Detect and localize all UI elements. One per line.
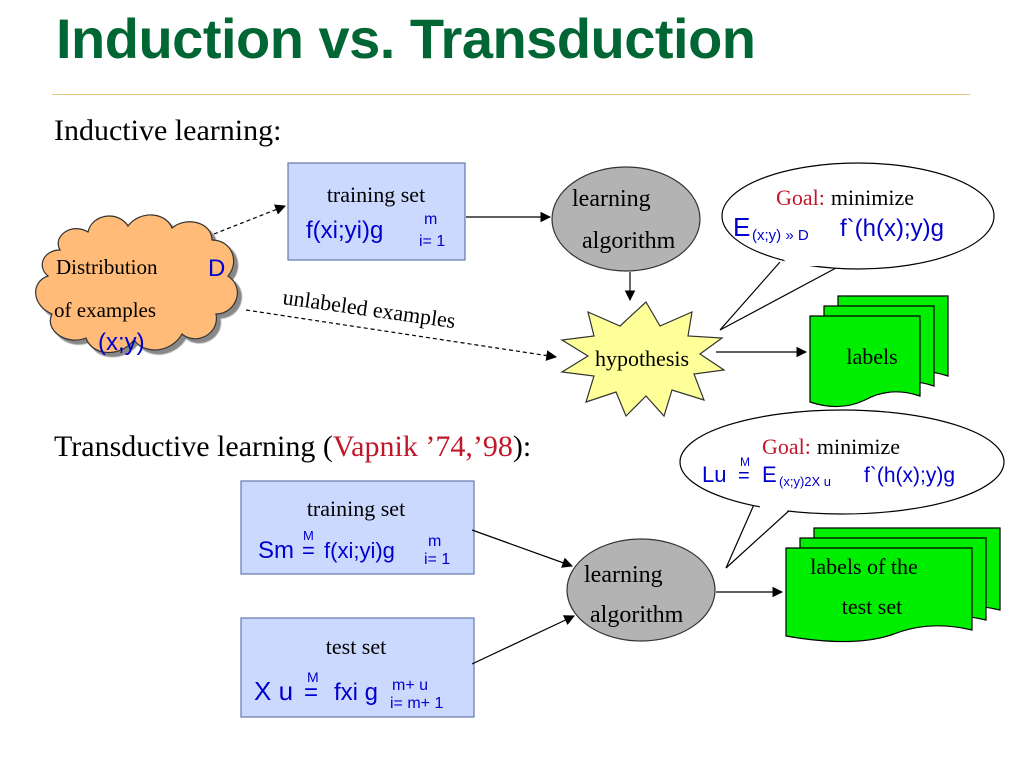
distribution-D: D	[208, 255, 225, 282]
transductive-goal-callout-pointer	[725, 499, 793, 569]
transductive-goal-sub: (x;y)2X u	[779, 474, 831, 489]
distribution-line1: Distribution	[56, 255, 158, 279]
transductive-training-set-rhs: f(xi;yi)g	[324, 538, 395, 563]
inductive-goal-sub: (x;y) » D	[752, 227, 809, 244]
distribution-cloud-shape	[35, 214, 238, 354]
transductive-goal-rest: minimize	[817, 434, 900, 459]
test-set-sup: m+ u	[392, 677, 428, 694]
transductive-heading: Transductive learning (Vapnik ’74,’98):	[54, 430, 531, 464]
inductive-training-set-sub: i= 1	[419, 233, 445, 250]
inductive-goal-ellipse	[721, 162, 995, 270]
inductive-goal-callout: Goal:minimize E (x;y) » D f`(h(x);y)g	[707, 162, 995, 331]
arrow-training-to-algorithm-trans	[471, 529, 574, 568]
hypothesis-star-shape	[560, 301, 726, 418]
svg-text:=: =	[302, 538, 315, 563]
slide-title: Induction vs. Transduction	[56, 7, 756, 70]
transductive-training-set-lhs: Sm	[258, 537, 294, 564]
transductive-learning-algorithm-ellipse	[566, 538, 716, 642]
transductive-goal-word: Goal:	[762, 434, 811, 459]
inductive-learning-algorithm-line2: algorithm	[582, 228, 676, 254]
transductive-training-set-sub: i= 1	[424, 551, 450, 568]
inductive-labels-text: labels	[846, 344, 897, 369]
test-set-label: test set	[326, 634, 387, 659]
vapnik-reference: Vapnik ’74,’98	[332, 430, 513, 463]
title-divider	[52, 94, 970, 95]
svg-text:=: =	[738, 465, 750, 487]
distribution-line2: of examples	[54, 298, 156, 322]
inductive-labels-docs: labels	[809, 295, 949, 408]
svg-text:=: =	[304, 679, 318, 706]
transductive-labels-doc-front	[785, 547, 973, 643]
inductive-goal-callout-pointer	[719, 261, 837, 331]
transductive-heading-post: ):	[512, 430, 532, 463]
test-set-rect	[240, 617, 475, 718]
transductive-labels-docs: labels of the test set	[785, 527, 1001, 643]
test-set-sub: i= m+ 1	[390, 695, 443, 712]
inductive-training-set-label: training set	[327, 182, 425, 207]
transductive-learning-algorithm: learning algorithm	[566, 538, 716, 642]
transductive-goal-text: Goal:minimize	[762, 434, 900, 459]
transductive-training-set-sup: m	[428, 533, 441, 550]
arrow-test-to-algorithm	[471, 615, 575, 665]
test-set-rhs: fxi g	[334, 679, 378, 706]
inductive-training-set-rect	[287, 162, 466, 261]
transductive-goal-E: E	[762, 462, 777, 487]
unlabeled-examples-label: unlabeled examples	[281, 284, 457, 333]
transductive-training-set-box: training set Sm M = f(xi;yi)g m i= 1	[240, 480, 475, 575]
transductive-learning-algorithm-line1: learning	[584, 562, 663, 588]
arrow-unlabeled-to-hypothesis	[245, 309, 558, 361]
inductive-goal-word: Goal:	[776, 185, 825, 210]
inductive-learning-algorithm: learning algorithm	[551, 166, 701, 272]
distribution-cloud: Distribution D of examples (x;y)	[35, 214, 238, 356]
transductive-goal-ellipse	[679, 409, 1005, 515]
transductive-labels-line2: test set	[842, 594, 903, 619]
hypothesis-star: hypothesis	[560, 301, 726, 418]
inductive-labels-doc-front	[809, 315, 921, 408]
distribution-xy: (x;y)	[98, 329, 145, 356]
transductive-learning-algorithm-line2: algorithm	[590, 602, 684, 628]
test-set-box: test set X u M = fxi g m+ u i= m+ 1	[240, 617, 475, 718]
transductive-labels-line1: labels of the	[810, 554, 918, 579]
transductive-goal-lhs: Lu	[702, 462, 726, 487]
inductive-goal-formula: f`(h(x);y)g	[840, 215, 944, 242]
transductive-goal-callout: Goal:minimize Lu M = E (x;y)2X u f`(h(x)…	[679, 409, 1005, 569]
inductive-training-set-box: training set f(xi;yi)g m i= 1	[287, 162, 466, 261]
transductive-training-set-label: training set	[307, 496, 405, 521]
inductive-heading: Inductive learning:	[54, 114, 282, 147]
transductive-goal-formula: f`(h(x);y)g	[864, 464, 955, 487]
transductive-training-set-def: M	[303, 528, 314, 543]
hypothesis-label: hypothesis	[595, 346, 689, 371]
test-set-lhs: X u	[254, 676, 293, 706]
arrow-distribution-to-training	[213, 204, 287, 235]
inductive-goal-E: E	[733, 212, 750, 242]
inductive-training-set-formula: f(xi;yi)g	[306, 217, 383, 244]
transductive-goal-def: M	[740, 455, 750, 469]
inductive-training-set-sup: m	[424, 211, 437, 228]
inductive-goal-rest: minimize	[831, 185, 914, 210]
inductive-learning-algorithm-ellipse	[551, 166, 701, 272]
transductive-training-set-rect	[240, 480, 475, 575]
transductive-heading-pre: Transductive learning (	[54, 430, 333, 463]
test-set-def: M	[307, 669, 319, 685]
inductive-goal-text: Goal:minimize	[776, 185, 914, 210]
inductive-learning-algorithm-line1: learning	[572, 186, 651, 212]
